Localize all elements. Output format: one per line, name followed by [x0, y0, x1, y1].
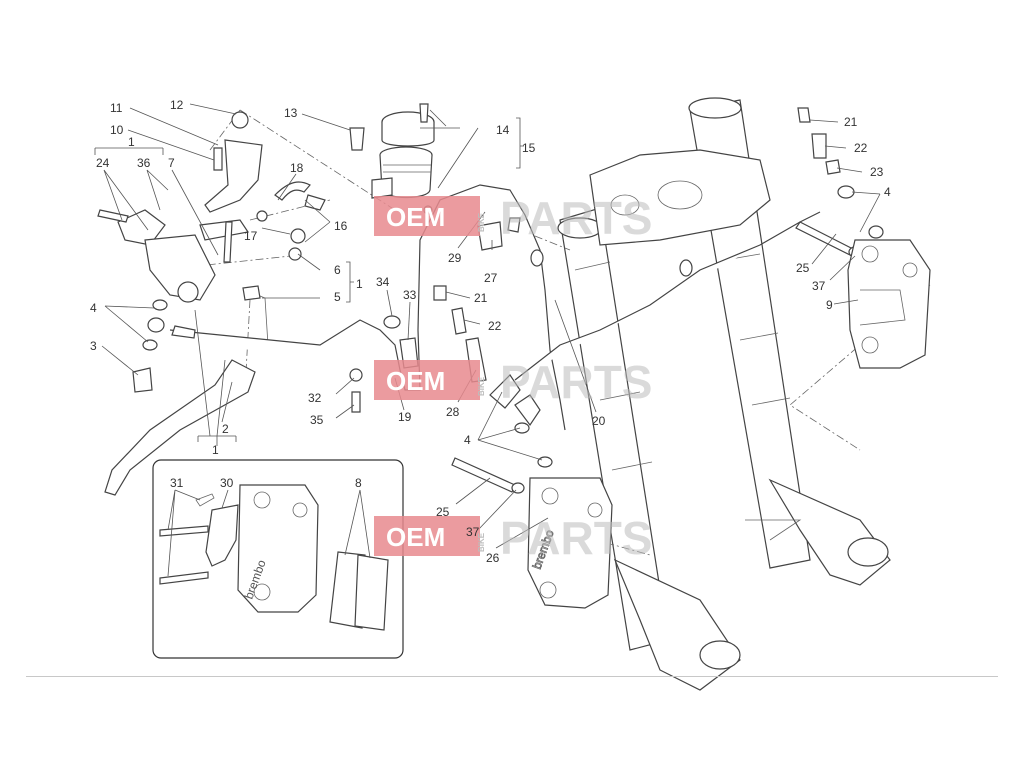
callout-c22b: 22 [854, 141, 868, 155]
watermark-2: OEM PARTS BIKE [374, 356, 653, 408]
watermark-1-brand-b: PARTS [500, 192, 653, 244]
callout-c10: 10 [110, 123, 124, 137]
watermark-3-brand-a: OEM [386, 522, 445, 552]
callout-c12: 12 [170, 98, 184, 112]
callout-c21b: 21 [844, 115, 858, 129]
master-cylinder-assembly [97, 111, 326, 496]
watermark-3-tag: BIKE [477, 532, 486, 552]
brake-fluid-reservoir [349, 103, 435, 215]
callout-c33: 33 [403, 288, 417, 302]
callout-c2: 2 [222, 422, 229, 436]
callout-c1b: 1 [356, 277, 363, 291]
callout-c11: 11 [110, 101, 123, 115]
callout-c1a: 1 [128, 135, 135, 149]
callout-c31: 31 [170, 476, 184, 490]
callout-c1c: 1 [212, 443, 219, 457]
callout-c20: 20 [592, 414, 606, 428]
watermark-1-tag: BIKE [477, 212, 486, 232]
watermark-3-brand-b: PARTS [500, 512, 653, 564]
callout-c9: 9 [826, 298, 833, 312]
callout-c22a: 22 [488, 319, 502, 333]
callout-c6: 6 [334, 263, 341, 277]
callout-c19: 19 [398, 410, 412, 424]
callout-c13: 13 [284, 106, 298, 120]
watermark-1-brand-a: OEM [386, 202, 445, 232]
callout-c5: 5 [334, 290, 341, 304]
callout-c18: 18 [290, 161, 304, 175]
callout-c7: 7 [168, 156, 175, 170]
callout-c27: 27 [484, 271, 498, 285]
callout-c28: 28 [446, 405, 460, 419]
callout-c34: 34 [376, 275, 390, 289]
watermark-3: OEM PARTS BIKE [374, 512, 653, 564]
callout-c14: 14 [496, 123, 510, 137]
callout-c3: 3 [90, 339, 97, 353]
callout-c32: 32 [308, 391, 322, 405]
callout-c23: 23 [870, 165, 884, 179]
callout-c4b: 4 [464, 433, 471, 447]
watermark-1: OEM PARTS BIKE [374, 192, 653, 244]
callout-c36: 36 [137, 156, 151, 170]
callout-c16: 16 [334, 219, 348, 233]
callout-c26: 26 [486, 551, 500, 565]
leader-lines [94, 103, 881, 577]
right-caliper [847, 239, 931, 369]
callout-c4a: 4 [90, 301, 97, 315]
footer-divider [26, 676, 998, 677]
brake-switch [242, 285, 261, 301]
callout-c21a: 21 [474, 291, 488, 305]
callout-c25b: 25 [796, 261, 810, 275]
front-fork-assembly [557, 97, 891, 691]
callout-c35: 35 [310, 413, 324, 427]
callout-c24: 24 [96, 156, 110, 170]
callout-c30: 30 [220, 476, 234, 490]
callout-c37b: 37 [812, 279, 826, 293]
callout-c15: 15 [522, 141, 536, 155]
brake-pad-inset: brembo [152, 459, 404, 659]
callout-c4c: 4 [884, 185, 891, 199]
watermark-2-brand-a: OEM [386, 366, 445, 396]
callout-c37a: 37 [466, 525, 480, 539]
watermark-2-tag: BIKE [477, 376, 486, 396]
callout-c29: 29 [448, 251, 462, 265]
callout-c17: 17 [244, 229, 258, 243]
left-caliper: brembo [527, 477, 613, 609]
callout-c25a: 25 [436, 505, 450, 519]
callout-c8: 8 [355, 476, 362, 490]
watermark-2-brand-b: PARTS [500, 356, 653, 408]
